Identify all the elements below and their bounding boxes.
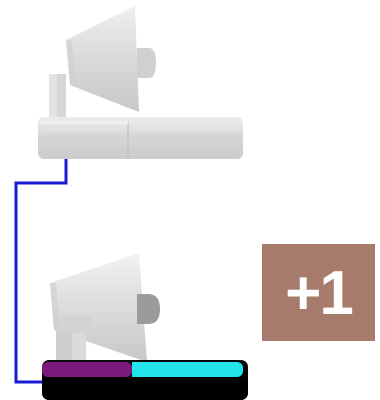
badge-label: +1 [285, 258, 354, 328]
top-device [38, 6, 243, 159]
bottom-device [42, 253, 248, 400]
megaphone-icon [49, 6, 156, 117]
megaphone-icon [50, 253, 160, 362]
connection-cable [14, 144, 68, 384]
plus-one-badge: +1 [262, 244, 375, 341]
pedestal-icon [38, 117, 243, 159]
pedestal-icon [42, 360, 248, 400]
